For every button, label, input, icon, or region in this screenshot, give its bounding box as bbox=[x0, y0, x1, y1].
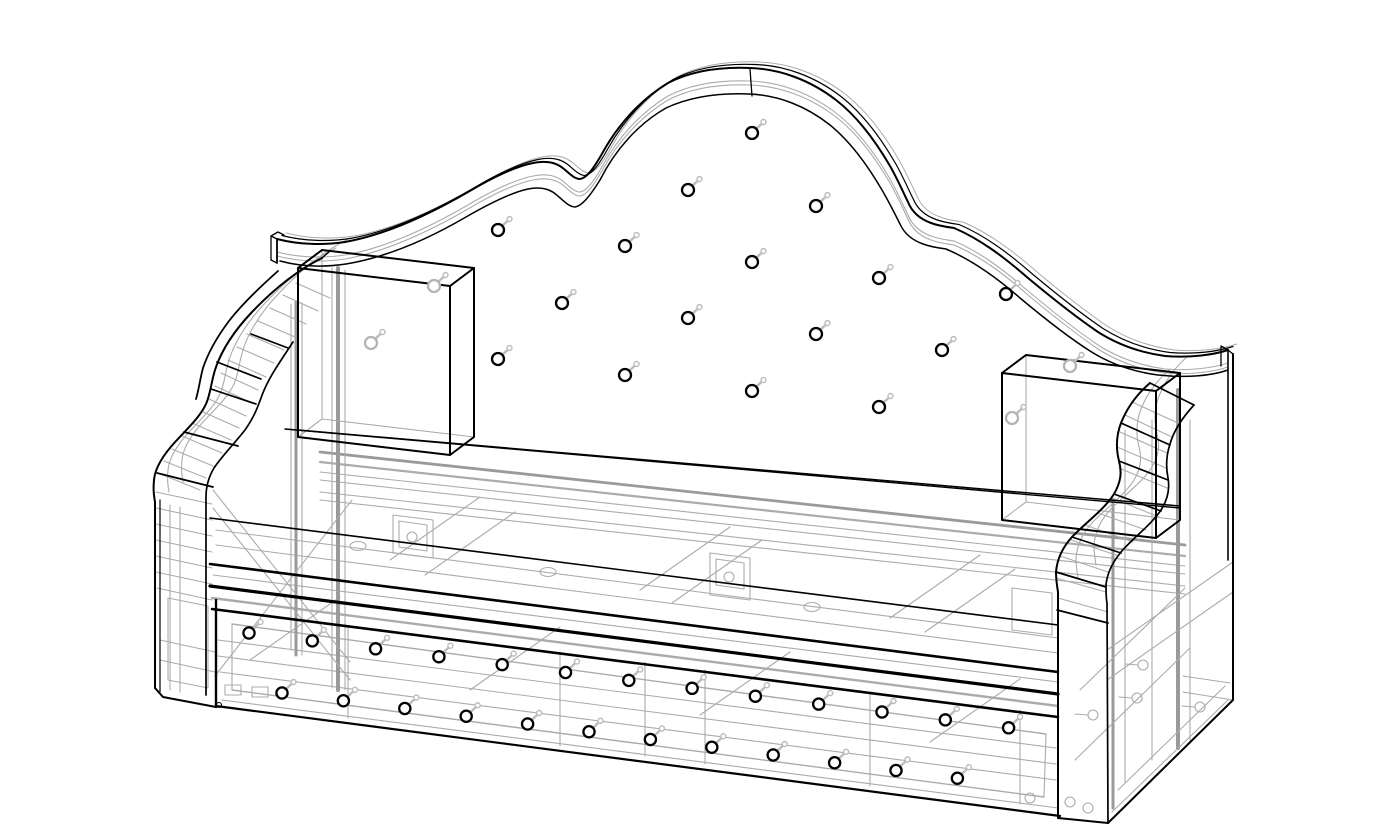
seat-rails bbox=[208, 429, 1181, 818]
tufting-button bbox=[950, 764, 973, 786]
tufting-button bbox=[705, 733, 727, 755]
tufting-button bbox=[808, 191, 831, 214]
tufting-button bbox=[622, 666, 644, 688]
tufting-button bbox=[680, 303, 703, 326]
tufting-button bbox=[275, 678, 297, 700]
tufting-button bbox=[934, 335, 957, 358]
tufting-button bbox=[242, 618, 264, 640]
tufting-button bbox=[827, 748, 850, 770]
tufting-button bbox=[336, 686, 359, 708]
tufting-button bbox=[744, 376, 767, 399]
tufting-button bbox=[643, 725, 666, 747]
tufting-button bbox=[748, 682, 771, 703]
tufting-button bbox=[558, 658, 581, 680]
tufting-button bbox=[871, 263, 894, 286]
fitting-screws bbox=[215, 531, 1206, 814]
tufting-button-hidden bbox=[363, 328, 386, 351]
tufting-button bbox=[368, 634, 391, 656]
tufting-button bbox=[520, 709, 543, 731]
left-arm-ladder bbox=[157, 282, 331, 491]
tufting-button bbox=[811, 689, 834, 711]
tufting-button bbox=[459, 702, 481, 724]
tufting-button bbox=[490, 215, 513, 238]
tufting-button bbox=[495, 650, 517, 672]
right-cushion-box bbox=[1001, 354, 1181, 539]
tufting-button bbox=[744, 247, 767, 270]
tufting-button bbox=[875, 697, 897, 719]
tufting-button bbox=[1001, 713, 1024, 735]
tufting-button bbox=[432, 642, 454, 664]
tufting-button-hidden bbox=[426, 271, 449, 294]
hidden-structure bbox=[155, 61, 1238, 814]
tufting-button bbox=[305, 626, 327, 648]
tufting-button bbox=[582, 717, 604, 739]
tufting-button bbox=[398, 694, 420, 716]
left-arm bbox=[152, 250, 331, 709]
tufting-button bbox=[617, 231, 640, 254]
tufting-button bbox=[744, 118, 767, 141]
tufting-button-hidden bbox=[1004, 403, 1027, 426]
tufting-button bbox=[808, 319, 831, 342]
left-cushion-box bbox=[297, 249, 475, 456]
tufting-buttons-layer bbox=[242, 118, 1085, 786]
tufting-button bbox=[680, 175, 703, 198]
tufting-button bbox=[871, 392, 894, 415]
tufting-button bbox=[685, 674, 707, 696]
tufting-button bbox=[490, 344, 513, 367]
tufting-button bbox=[998, 279, 1021, 302]
tufting-button bbox=[889, 756, 911, 778]
right-arm bbox=[1055, 382, 1234, 824]
tufting-button bbox=[766, 740, 788, 762]
tufting-button bbox=[554, 288, 577, 311]
tufting-button bbox=[938, 705, 960, 727]
tufting-button-hidden bbox=[1062, 351, 1085, 374]
tufting-button bbox=[617, 360, 640, 383]
